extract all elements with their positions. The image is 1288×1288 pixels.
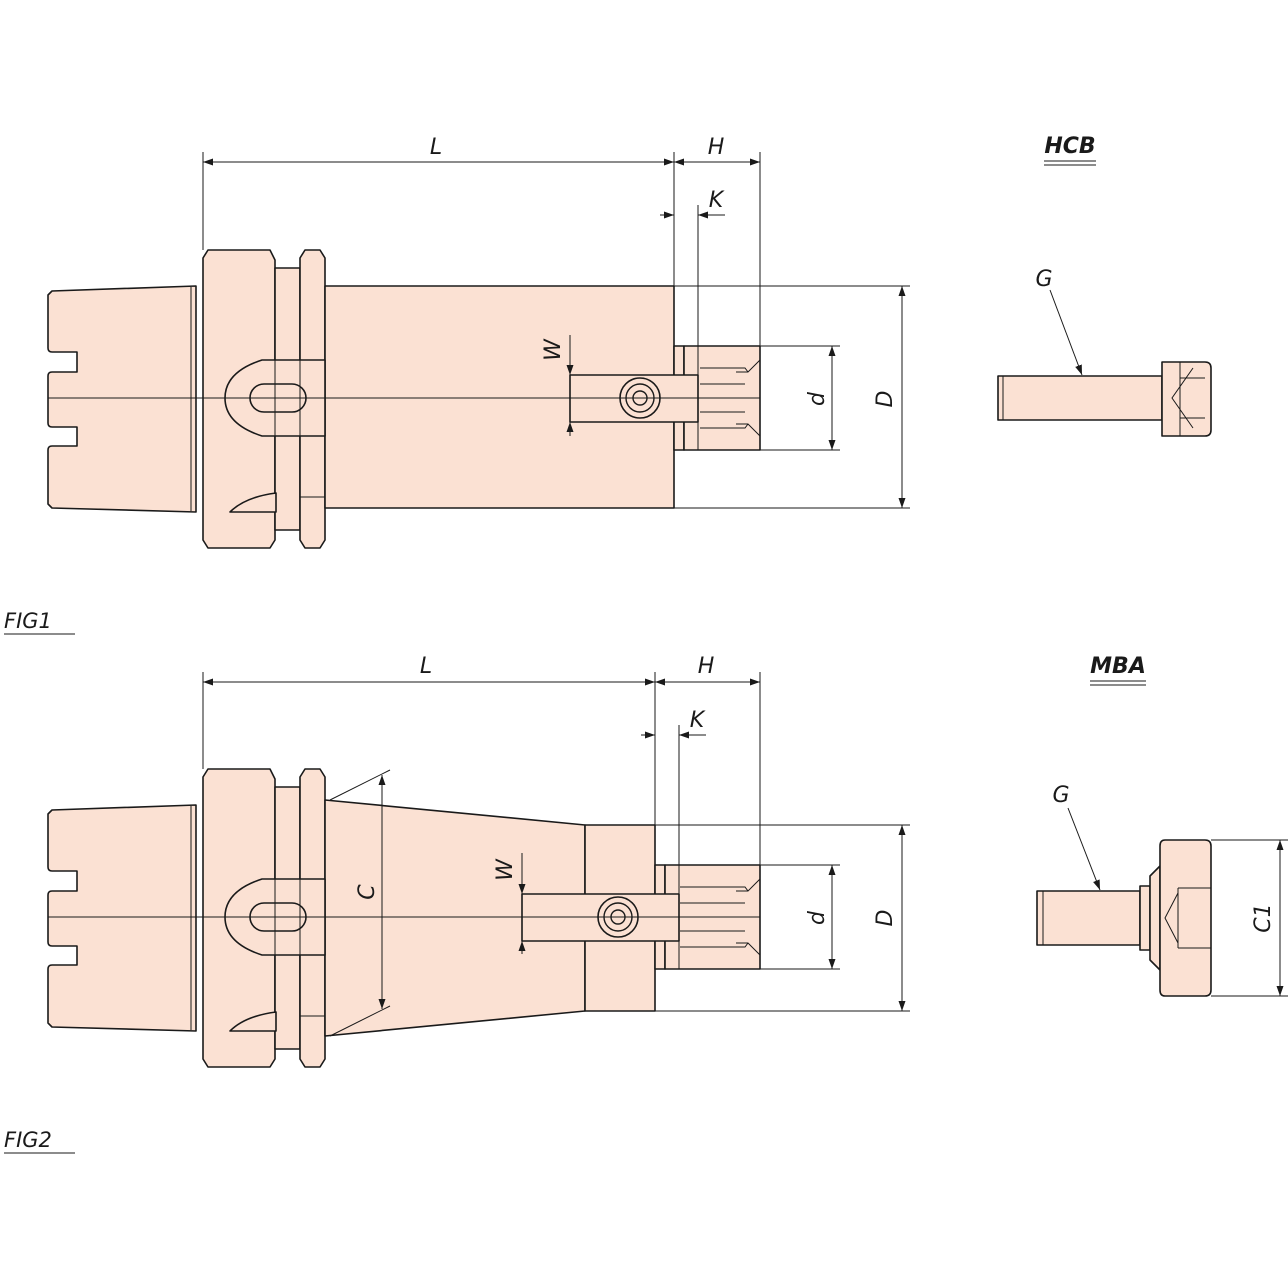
hcb-screw — [997, 361, 1212, 437]
fig1-label-l: L — [430, 135, 442, 160]
fig2-label-big-d: D — [873, 910, 898, 927]
mba-label-g: G — [1052, 783, 1069, 808]
fig2-label-d: d — [805, 910, 830, 925]
fig2-label-h: H — [698, 654, 715, 679]
fig2-label-k: K — [690, 708, 706, 733]
fig1-label-w: W — [541, 338, 566, 361]
fig1-dimensions — [202, 152, 910, 509]
hcb-title: HCB — [1044, 134, 1095, 159]
fig2-label-l: L — [420, 654, 432, 679]
fig1-label-big-d: D — [873, 391, 898, 408]
fig2-label-c: C — [355, 884, 380, 900]
hcb-label-g: G — [1035, 267, 1052, 292]
fig2-caption: FIG2 — [4, 1128, 52, 1152]
mba-dimensions — [1211, 839, 1288, 997]
hcb-g-leader — [1049, 289, 1083, 376]
mba-screw — [1036, 839, 1212, 997]
fig2-holder — [47, 768, 761, 1068]
fig2-dimensions — [202, 672, 910, 1037]
mba-g-leader — [1067, 807, 1101, 891]
fig1-label-h: H — [708, 135, 725, 160]
fig1-label-k: K — [709, 188, 725, 213]
fig1-label-d: d — [805, 391, 830, 406]
fig1-caption: FIG1 — [4, 609, 52, 633]
mba-title: MBA — [1090, 654, 1146, 679]
mba-label-c1: C1 — [1251, 903, 1276, 932]
fig2-label-w: W — [493, 858, 518, 881]
fig1-holder — [47, 249, 761, 549]
